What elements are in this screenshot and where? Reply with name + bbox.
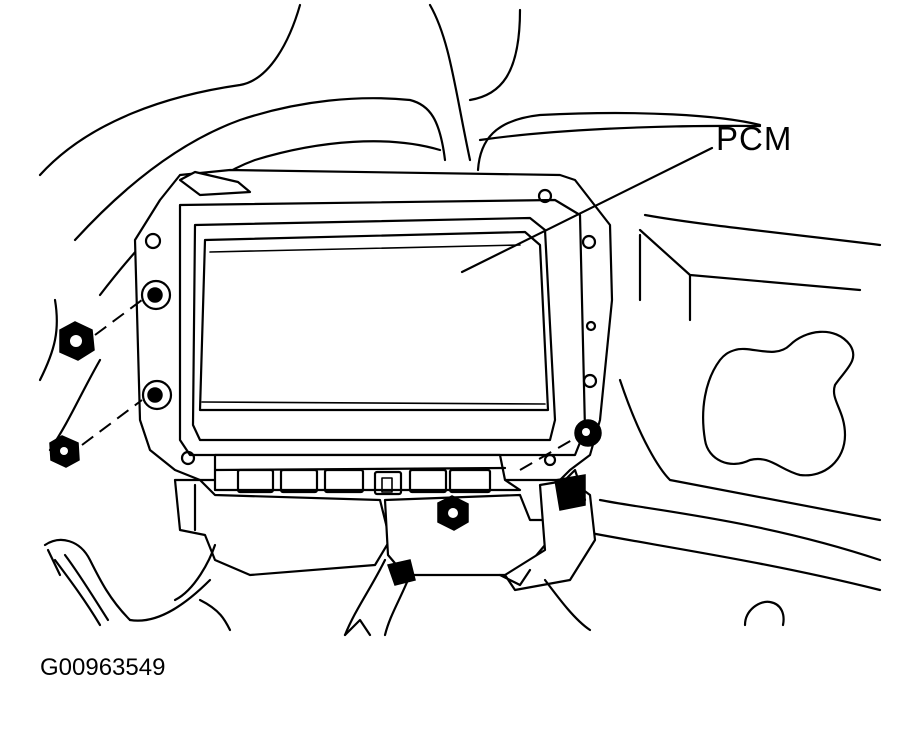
nut-upper-left [59, 321, 95, 361]
stud-lower-left [141, 379, 173, 411]
pcm-leader-line [460, 146, 714, 274]
figure-code: G00963549 [40, 654, 166, 681]
pcm-module [191, 216, 557, 496]
right-trim-panel [573, 213, 882, 627]
pcm-callout-label: PCM [716, 120, 793, 157]
wiring-connectors [43, 468, 597, 637]
stud-upper-left [140, 279, 172, 311]
bolt-right [574, 419, 602, 447]
nut-bottom-center [437, 495, 469, 531]
nut-lower-left [49, 435, 80, 468]
fasteners [49, 279, 602, 531]
